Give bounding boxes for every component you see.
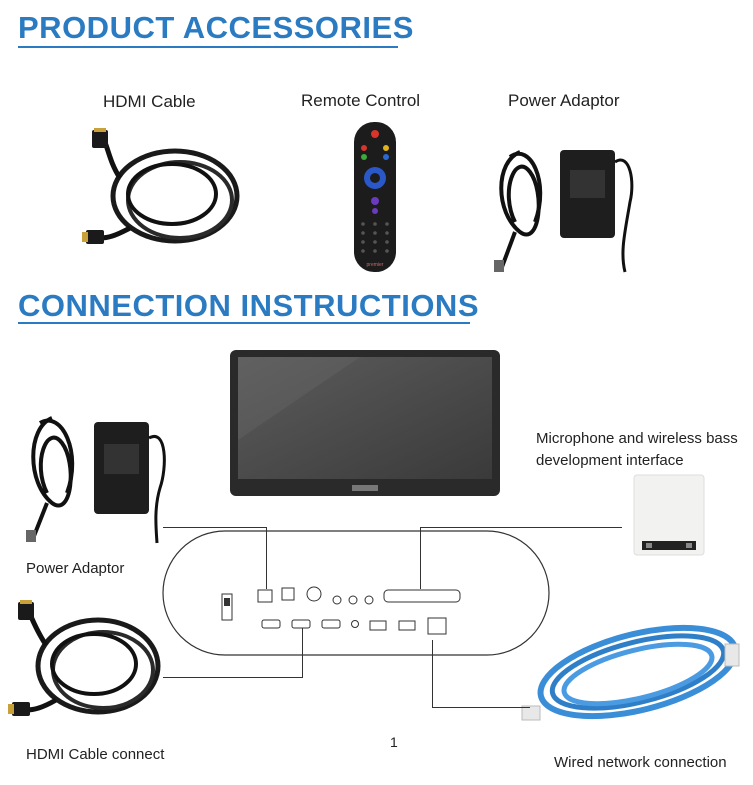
connector-line-network-v bbox=[432, 640, 433, 708]
connector-line-mic-v bbox=[420, 527, 421, 589]
accessories-heading-underline bbox=[18, 46, 398, 48]
connection-label-power: Power Adaptor bbox=[26, 560, 125, 577]
power-adaptor-image bbox=[490, 132, 640, 277]
connection-heading: CONNECTION INSTRUCTIONS bbox=[18, 288, 479, 323]
accessory-label-power: Power Adaptor bbox=[508, 91, 620, 110]
remote-brand-text: premier bbox=[367, 262, 384, 268]
connection-label-mic-line2: development interface bbox=[536, 452, 684, 469]
monitor-image bbox=[230, 350, 500, 498]
connection-power-adaptor-image bbox=[22, 408, 172, 553]
connection-label-network: Wired network connection bbox=[554, 754, 727, 771]
connection-label-mic-line1: Microphone and wireless bass bbox=[536, 430, 738, 447]
connection-heading-underline bbox=[18, 322, 470, 324]
accessories-heading: PRODUCT ACCESSORIES bbox=[18, 10, 414, 45]
connection-hdmi-cable-image bbox=[8, 600, 163, 725]
page-number: 1 bbox=[390, 734, 398, 750]
remote-control-image: premier bbox=[350, 120, 400, 275]
connector-line-hdmi-v bbox=[302, 628, 303, 678]
connection-label-hdmi: HDMI Cable connect bbox=[26, 746, 165, 763]
network-cable-image bbox=[520, 612, 750, 727]
connector-line-hdmi-h bbox=[163, 677, 303, 678]
accessory-label-remote: Remote Control bbox=[301, 91, 421, 110]
mic-interface-module-image bbox=[632, 473, 707, 558]
connector-line-power-h bbox=[163, 527, 267, 528]
connector-line-mic-h bbox=[420, 527, 622, 528]
accessory-label-hdmi: HDMI Cable bbox=[103, 92, 196, 111]
port-panel bbox=[162, 530, 552, 658]
hdmi-cable-image bbox=[80, 128, 245, 253]
connector-line-power-v bbox=[266, 527, 267, 589]
connector-line-network-h bbox=[432, 707, 530, 708]
